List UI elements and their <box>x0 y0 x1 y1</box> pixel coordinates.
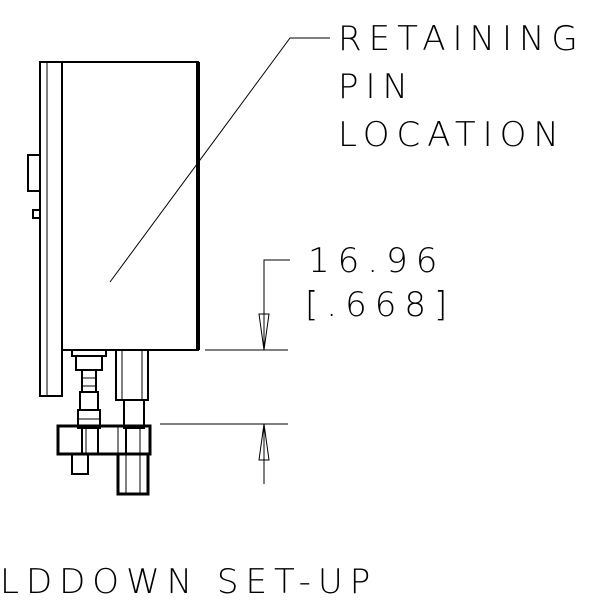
clamp-block <box>56 424 152 456</box>
threaded-rod <box>71 349 107 429</box>
dimension-leader-top <box>263 259 290 350</box>
callout-line-2: PIN <box>338 67 415 107</box>
arrow-down-icon <box>258 313 270 351</box>
guide-post <box>115 349 149 429</box>
view-title: LDDOWN SET-UP <box>0 562 377 602</box>
lower-pin <box>116 452 150 496</box>
fixture-assembly <box>27 61 200 496</box>
arrow-up-icon <box>258 423 270 461</box>
callout-leader <box>109 37 330 283</box>
dimension-metric: 16.96 <box>308 241 445 281</box>
small-tab <box>32 209 41 219</box>
lower-stub <box>71 453 89 475</box>
dimension-imperial: [.668] <box>305 285 455 325</box>
side-clip <box>27 154 41 192</box>
dimension-lines <box>160 259 290 484</box>
callout-line-3: LOCATION <box>338 115 566 155</box>
callout-line-1: RETAINING <box>338 19 585 59</box>
back-plate <box>39 61 63 397</box>
housing-body <box>61 61 200 351</box>
